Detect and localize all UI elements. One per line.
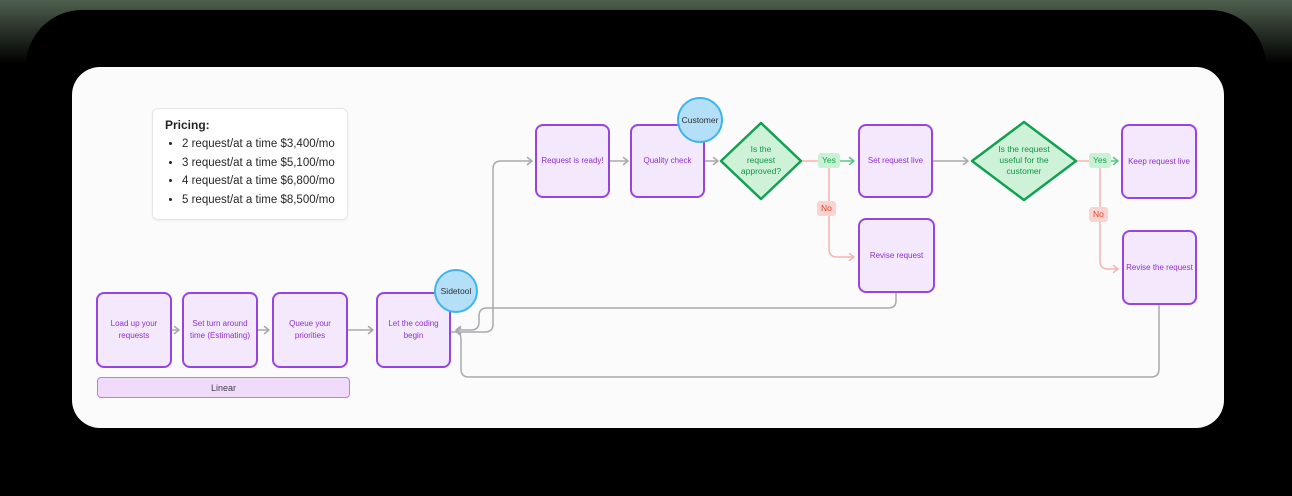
connector-useful-no-revise[interactable] [1099,167,1119,274]
connector-queue-coding[interactable] [347,325,374,335]
connector-approved-yes-setlive[interactable] [837,156,855,166]
connector-revisetherequest-coding-loop[interactable] [455,304,1160,378]
node-quality-check[interactable]: Quality check [630,124,705,198]
connector-reviserequest-coding-loop[interactable] [455,292,897,335]
node-set-request-live[interactable]: Set request live [858,124,933,198]
decision-request-useful-shape[interactable] [970,120,1078,202]
pricing-item: 4 request/at a time $6,800/mo [182,172,335,191]
decision-request-approved-label[interactable]: Is the request approved? [740,144,782,177]
actor-sidetool[interactable]: Sidetool [434,269,478,313]
connector-useful-yes-keeplive[interactable] [1109,156,1119,166]
node-load-up-requests[interactable]: Load up your requests [96,292,172,368]
node-set-turnaround-time[interactable]: Set turn around time (Estimating) [182,292,258,368]
connector-approved-no-revise[interactable] [828,167,855,262]
connector-requestready-qualitycheck[interactable] [609,156,629,166]
connector-loadup-turnaround[interactable] [171,325,180,335]
branch-label-yes-approved[interactable]: Yes [818,153,840,168]
connectors-layer [171,120,1160,378]
pricing-title: Pricing: [165,118,210,132]
branch-label-no-useful[interactable]: No [1089,207,1108,222]
branch-label-no-approved[interactable]: No [817,201,836,216]
linear-swimlane-label[interactable]: Linear [97,377,350,398]
pricing-item: 2 request/at a time $3,400/mo [182,135,335,154]
connector-turnaround-queue[interactable] [257,325,270,335]
actor-customer[interactable]: Customer [677,97,723,143]
whiteboard-canvas[interactable]: Pricing: 2 request/at a time $3,400/mo 3… [72,67,1224,428]
node-let-coding-begin[interactable]: Let the coding begin [376,292,451,368]
connector-qualitycheck-approved[interactable] [704,156,719,166]
node-revise-the-request[interactable]: Revise the request [1122,230,1197,305]
pricing-item: 5 request/at a time $8,500/mo [182,191,335,210]
connector-coding-requestready[interactable] [450,156,533,333]
decision-request-approved-shape[interactable] [719,121,803,201]
node-keep-request-live[interactable]: Keep request live [1121,124,1197,199]
node-queue-priorities[interactable]: Queue your priorities [272,292,348,368]
branch-label-yes-useful[interactable]: Yes [1089,153,1111,168]
connector-setlive-useful[interactable] [932,156,969,166]
pricing-item: 3 request/at a time $5,100/mo [182,154,335,173]
pricing-note[interactable]: Pricing: 2 request/at a time $3,400/mo 3… [152,108,348,220]
node-request-ready[interactable]: Request is ready! [535,124,610,198]
decision-request-useful-label[interactable]: Is the request useful for the customer [998,144,1050,177]
pricing-list: 2 request/at a time $3,400/mo 3 request/… [169,135,335,209]
node-revise-request[interactable]: Revise request [858,218,935,293]
